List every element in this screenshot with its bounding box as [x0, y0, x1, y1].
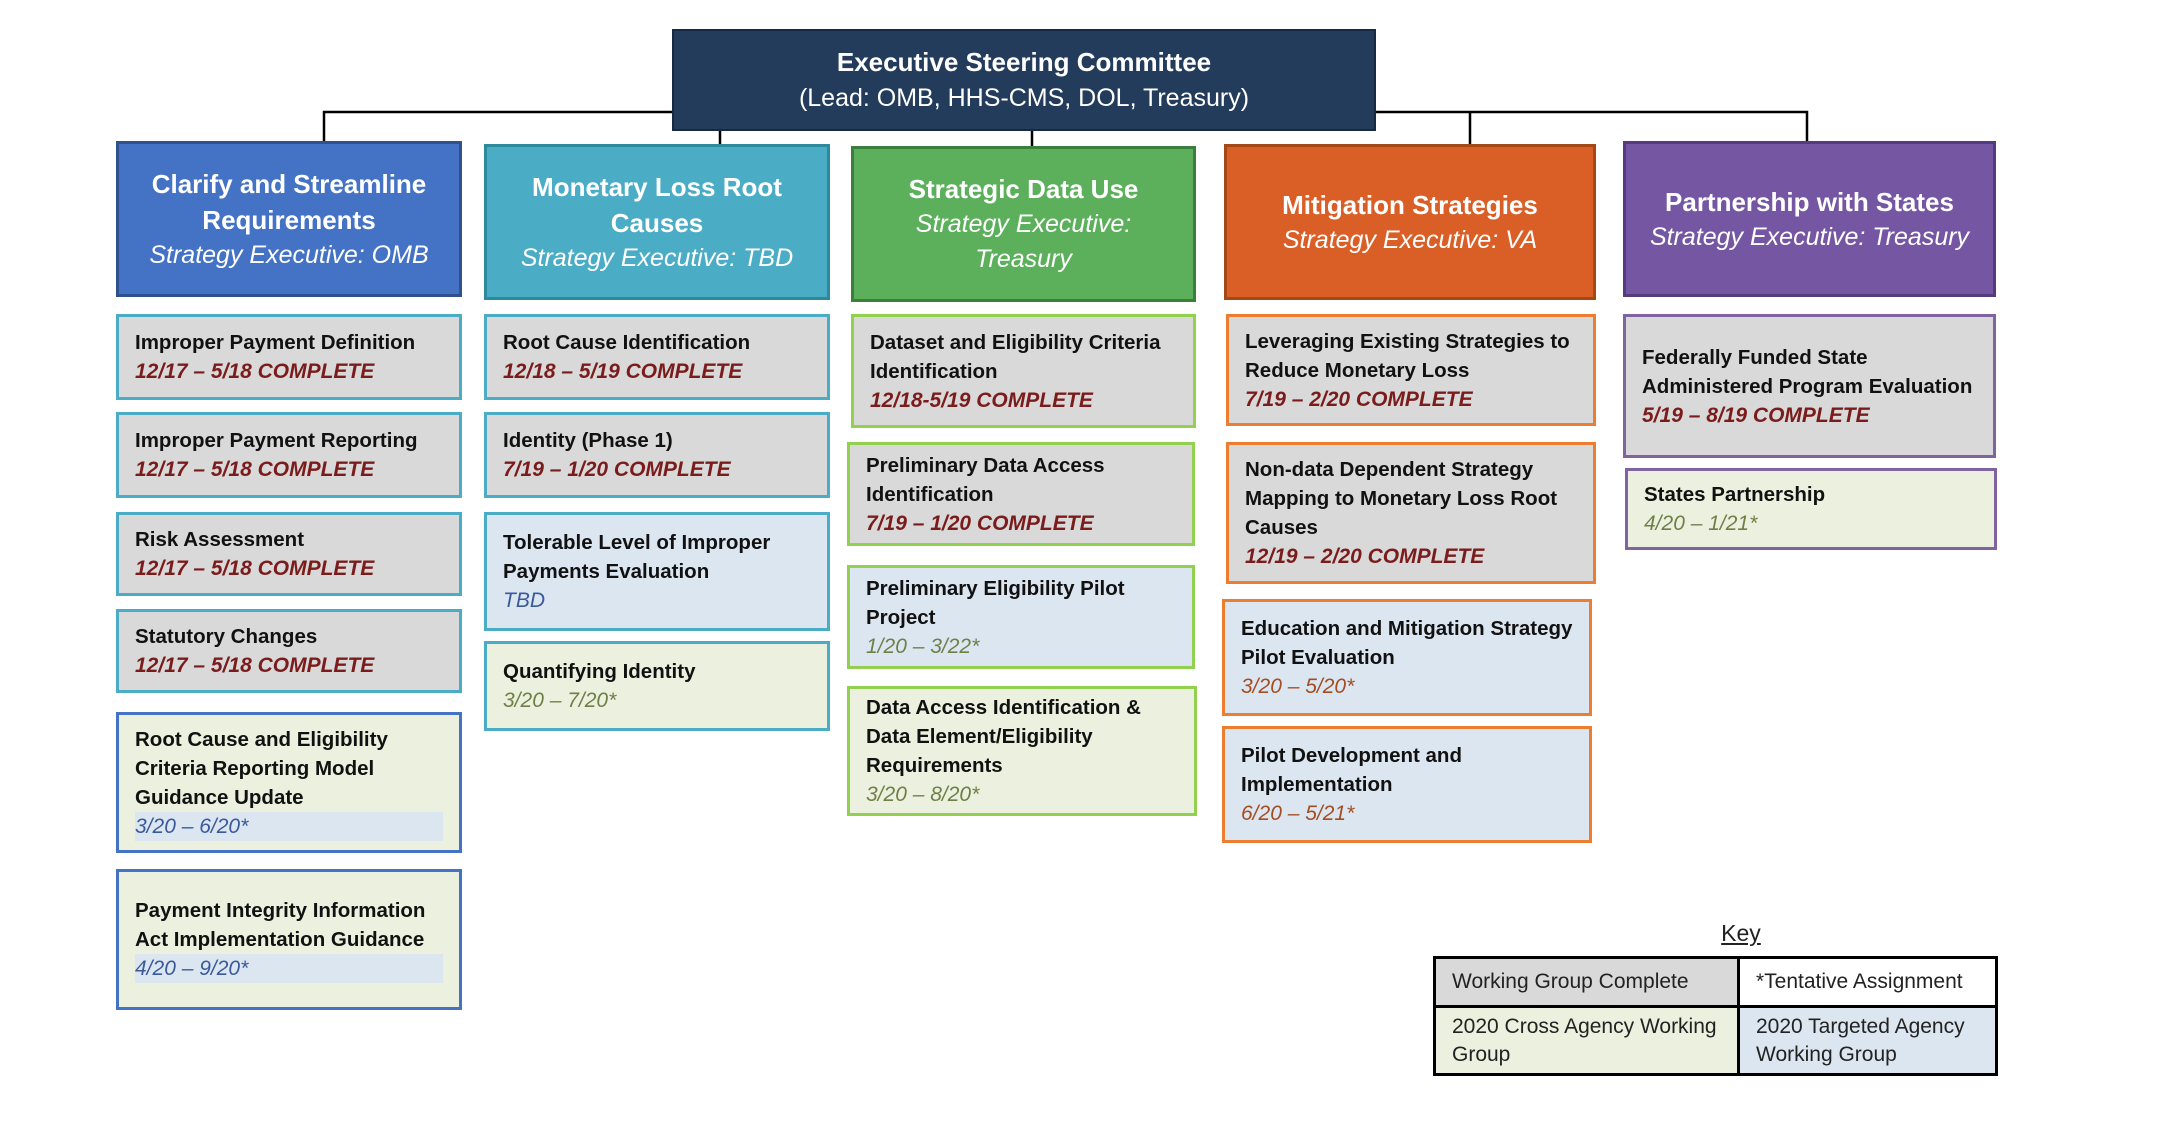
workgroup-date: 12/18 – 5/19 COMPLETE — [503, 360, 743, 383]
strategy-header-partnership: Partnership with States Strategy Executi… — [1623, 141, 1996, 297]
workgroup-card: Improper Payment Definition 12/17 – 5/18… — [116, 314, 462, 400]
strategy-name: Monetary Loss Root Causes — [532, 171, 782, 238]
workgroup-title: Identity (Phase 1) — [503, 429, 673, 452]
workgroup-card: Preliminary Data Access Identification 7… — [847, 442, 1195, 546]
legend-key: Working Group Complete *Tentative Assign… — [1433, 956, 1998, 1076]
workgroup-title: Improper Payment Reporting — [135, 429, 418, 452]
workgroup-title: Payment Integrity Information Act Implem… — [135, 899, 426, 951]
workgroup-card: States Partnership 4/20 – 1/21* — [1625, 468, 1997, 550]
workgroup-title: Root Cause Identification — [503, 331, 751, 354]
committee-title: Executive Steering Committee — [836, 47, 1212, 77]
workgroup-card: Pilot Development and Implementation 6/2… — [1222, 726, 1592, 843]
workgroup-title: Improper Payment Definition — [135, 331, 416, 354]
strategy-executive: Strategy Executive: TBD — [520, 243, 794, 272]
connector-line — [1376, 110, 1809, 141]
workgroup-card: Education and Mitigation Strategy Pilot … — [1222, 599, 1592, 716]
workgroup-title: States Partnership — [1644, 483, 1826, 506]
workgroup-title: Dataset and Eligibility Criteria Identif… — [870, 330, 1161, 383]
strategy-header-strategic-data-use: Strategic Data Use Strategy Executive: T… — [851, 146, 1196, 302]
workgroup-date: 3/20 – 5/20* — [1241, 675, 1355, 698]
workgroup-date: 12/17 – 5/18 COMPLETE — [135, 458, 375, 481]
strategy-name: Strategic Data Use — [908, 174, 1139, 204]
workgroup-date: 12/17 – 5/18 COMPLETE — [135, 360, 375, 383]
workgroup-date: 3/20 – 8/20* — [866, 783, 980, 806]
key-cross-agency: 2020 Cross Agency Working Group — [1436, 1005, 1737, 1073]
strategy-header-monetary-loss: Monetary Loss Root Causes Strategy Execu… — [484, 144, 830, 300]
workgroup-card: Payment Integrity Information Act Implem… — [116, 869, 462, 1010]
workgroup-title: Statutory Changes — [135, 625, 318, 648]
workgroup-date: 12/17 – 5/18 COMPLETE — [135, 557, 375, 580]
workgroup-card: Quantifying Identity 3/20 – 7/20* — [484, 641, 830, 731]
strategy-executive: Strategy Executive: VA — [1282, 225, 1538, 254]
strategy-header-clarify: Clarify and Streamline Requirements Stra… — [116, 141, 462, 297]
strategy-executive: Strategy Executive: Treasury — [915, 210, 1132, 273]
workgroup-card: Statutory Changes 12/17 – 5/18 COMPLETE — [116, 609, 462, 693]
workgroup-title: Federally Funded State Administered Prog… — [1642, 345, 1973, 398]
workgroup-card: Tolerable Level of Improper Payments Eva… — [484, 512, 830, 631]
workgroup-card: Dataset and Eligibility Criteria Identif… — [851, 314, 1196, 428]
workgroup-date: 6/20 – 5/21* — [1241, 802, 1355, 825]
workgroup-date: 12/19 – 2/20 COMPLETE — [1245, 545, 1485, 568]
workgroup-card: Root Cause Identification 12/18 – 5/19 C… — [484, 314, 830, 400]
workgroup-card: Root Cause and Eligibility Criteria Repo… — [116, 712, 462, 853]
workgroup-title: Preliminary Eligibility Pilot Project — [866, 576, 1125, 629]
workgroup-card: Federally Funded State Administered Prog… — [1623, 314, 1996, 458]
workgroup-card: Improper Payment Reporting 12/17 – 5/18 … — [116, 412, 462, 498]
strategy-header-mitigation: Mitigation Strategies Strategy Executive… — [1224, 144, 1596, 300]
workgroup-date: 12/17 – 5/18 COMPLETE — [135, 654, 375, 677]
workgroup-card: Leveraging Existing Strategies to Reduce… — [1226, 314, 1596, 426]
workgroup-date: 7/19 – 2/20 COMPLETE — [1245, 387, 1473, 411]
key-tentative: *Tentative Assignment — [1737, 959, 1995, 1005]
key-targeted-agency: 2020 Targeted Agency Working Group — [1737, 1005, 1995, 1073]
workgroup-date: 4/20 – 1/21* — [1644, 512, 1758, 535]
committee-lead: (Lead: OMB, HHS-CMS, DOL, Treasury) — [798, 84, 1250, 112]
workgroup-card: Risk Assessment 12/17 – 5/18 COMPLETE — [116, 512, 462, 596]
workgroup-title: Leveraging Existing Strategies to Reduce… — [1245, 329, 1570, 382]
strategy-name: Mitigation Strategies — [1282, 189, 1538, 220]
workgroup-title: Non-data Dependent Strategy Mapping to M… — [1245, 458, 1558, 539]
workgroup-date: 4/20 – 9/20* — [135, 954, 443, 983]
workgroup-card: Preliminary Eligibility Pilot Project 1/… — [847, 565, 1195, 669]
key-title: Key — [1721, 920, 1761, 946]
workgroup-card: Non-data Dependent Strategy Mapping to M… — [1226, 442, 1596, 584]
strategy-executive: Strategy Executive: OMB — [149, 240, 429, 269]
connector-line — [322, 110, 672, 141]
executive-steering-committee: Executive Steering Committee (Lead: OMB,… — [672, 29, 1376, 131]
strategy-executive: Strategy Executive: Treasury — [1649, 222, 1970, 251]
workgroup-date: 7/19 – 1/20 COMPLETE — [866, 511, 1094, 535]
workgroup-title: Root Cause and Eligibility Criteria Repo… — [135, 727, 388, 809]
workgroup-title: Pilot Development and Implementation — [1241, 744, 1462, 796]
workgroup-date: 12/18-5/19 COMPLETE — [870, 388, 1093, 412]
workgroup-date: 1/20 – 3/22* — [866, 634, 980, 658]
workgroup-card: Identity (Phase 1) 7/19 – 1/20 COMPLETE — [484, 412, 830, 498]
workgroup-date: 7/19 – 1/20 COMPLETE — [503, 458, 731, 481]
workgroup-title: Data Access Identification & Data Elemen… — [866, 696, 1141, 777]
workgroup-title: Tolerable Level of Improper Payments Eva… — [503, 531, 771, 583]
strategy-name: Clarify and Streamline Requirements — [151, 168, 427, 235]
workgroup-title: Quantifying Identity — [503, 660, 696, 683]
workgroup-card: Data Access Identification & Data Elemen… — [847, 686, 1197, 816]
workgroup-title: Risk Assessment — [135, 528, 305, 551]
workgroup-title: Education and Mitigation Strategy Pilot … — [1241, 617, 1573, 669]
workgroup-date: 3/20 – 7/20* — [503, 689, 617, 712]
workgroup-date: TBD — [503, 586, 811, 615]
strategy-name: Partnership with States — [1665, 186, 1954, 217]
workgroup-title: Preliminary Data Access Identification — [866, 453, 1105, 506]
workgroup-date: 5/19 – 8/19 COMPLETE — [1642, 403, 1870, 427]
key-complete: Working Group Complete — [1436, 959, 1737, 1005]
workgroup-date: 3/20 – 6/20* — [135, 811, 443, 841]
